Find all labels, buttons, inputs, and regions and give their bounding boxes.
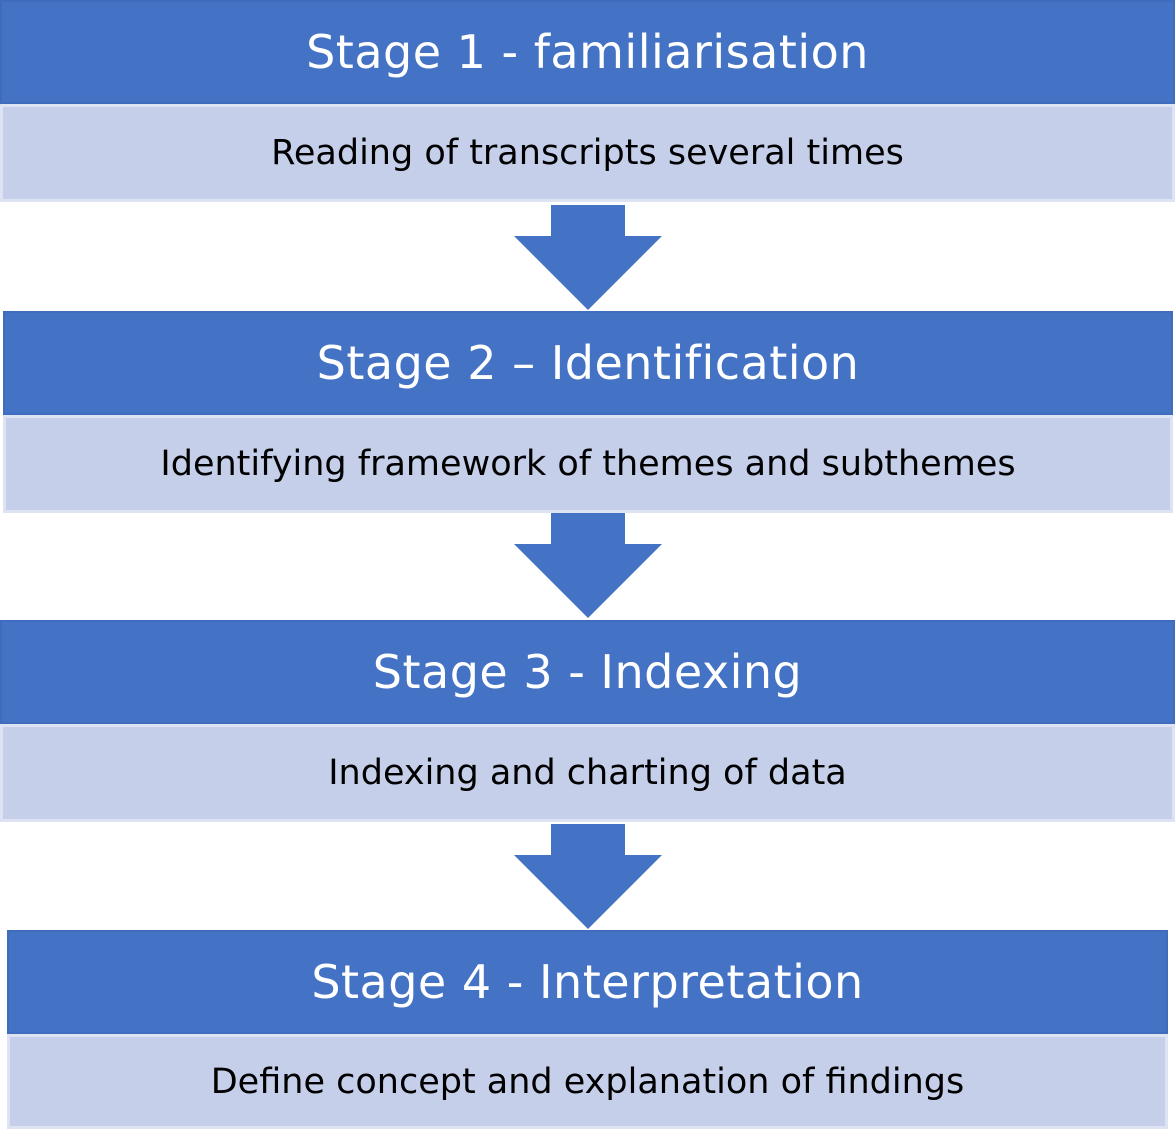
stage-2: Stage 2 – Identification Identifying fra… (3, 311, 1173, 513)
stage-1: Stage 1 - familiarisation Reading of tra… (0, 0, 1175, 205)
down-arrow-icon (514, 824, 662, 932)
stage-4-title: Stage 4 - Interpretation (7, 930, 1168, 1034)
down-arrow-icon (514, 205, 662, 313)
stage-3-title: Stage 3 - Indexing (0, 620, 1175, 724)
stage-3-description: Indexing and charting of data (0, 724, 1175, 822)
stage-3: Stage 3 - Indexing Indexing and charting… (0, 620, 1175, 824)
stage-4: Stage 4 - Interpretation Define concept … (7, 930, 1168, 1129)
stage-2-title: Stage 2 – Identification (3, 311, 1173, 415)
stage-2-description: Identifying framework of themes and subt… (3, 415, 1173, 513)
down-arrow-icon (514, 513, 662, 621)
stage-1-title: Stage 1 - familiarisation (0, 0, 1175, 104)
stage-4-description: Define concept and explanation of findin… (7, 1034, 1168, 1129)
stage-1-description: Reading of transcripts several times (0, 104, 1175, 202)
